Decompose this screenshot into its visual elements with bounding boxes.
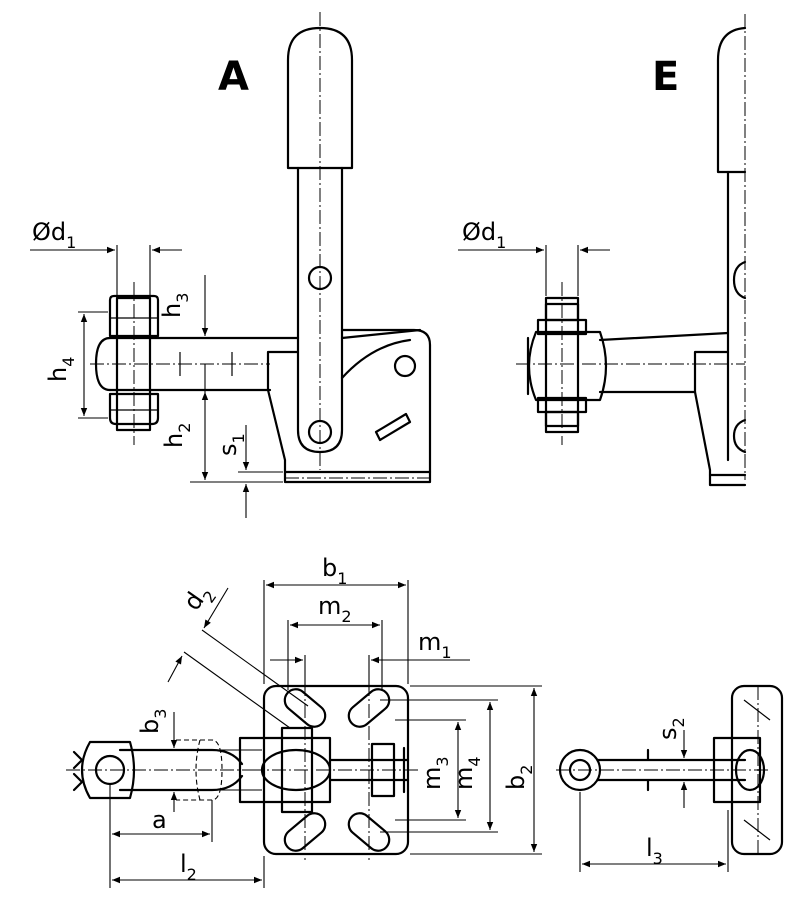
- handle-grip-e: [716, 26, 747, 174]
- dim-label-d1: Ød1: [32, 218, 76, 252]
- dim-label-b2: b2: [502, 765, 536, 790]
- pivot-body: [393, 354, 417, 378]
- dim-label-h2: h2: [160, 423, 194, 448]
- view-label-e: E: [652, 54, 679, 100]
- mounting-slots: [283, 688, 391, 852]
- dim-label-b1: b1: [322, 554, 347, 588]
- slot-mark: [374, 412, 412, 442]
- dim-label-h4: h4: [44, 357, 78, 382]
- dim-label-l2: l2: [180, 850, 197, 884]
- dim-label-m1: m1: [418, 628, 452, 662]
- dim-label-d1-e: Ød1: [462, 218, 506, 252]
- spindle: [115, 296, 152, 432]
- knob-top: [260, 748, 332, 792]
- dim-label-d2: d2: [178, 579, 220, 619]
- side-view-e: E Ød1: [458, 14, 747, 487]
- arm-eye-top: [80, 740, 136, 800]
- handle-grip: [286, 26, 354, 170]
- dim-label-m4: m4: [450, 756, 484, 790]
- dim-label-h3: h3: [158, 293, 192, 318]
- dim-label-s1: s1: [214, 433, 248, 456]
- clamp-arm-e: [598, 331, 747, 487]
- spindle-e: [544, 296, 580, 434]
- top-view: b1 m2 m1 d2 b3 m3 m4: [66, 554, 542, 888]
- dim-label-m3: m3: [418, 756, 452, 790]
- arm-top-e: [596, 748, 747, 792]
- dim-label-s2: s2: [654, 717, 688, 740]
- body-bracket: [266, 328, 432, 484]
- view-label-a: A: [218, 54, 249, 100]
- nut-upper: [108, 294, 160, 338]
- clamp-arm: [108, 328, 422, 392]
- dim-label-m2: m2: [318, 592, 352, 626]
- dim-label-b3: b3: [136, 709, 170, 734]
- nut-lower: [108, 392, 160, 426]
- dim-label-l3: l3: [646, 834, 663, 868]
- dim-label-a: a: [152, 806, 167, 834]
- top-view-e: s2 l3: [556, 684, 784, 872]
- side-view-a: A Ød1 h3: [30, 12, 432, 518]
- arm-head-e: [527, 330, 608, 402]
